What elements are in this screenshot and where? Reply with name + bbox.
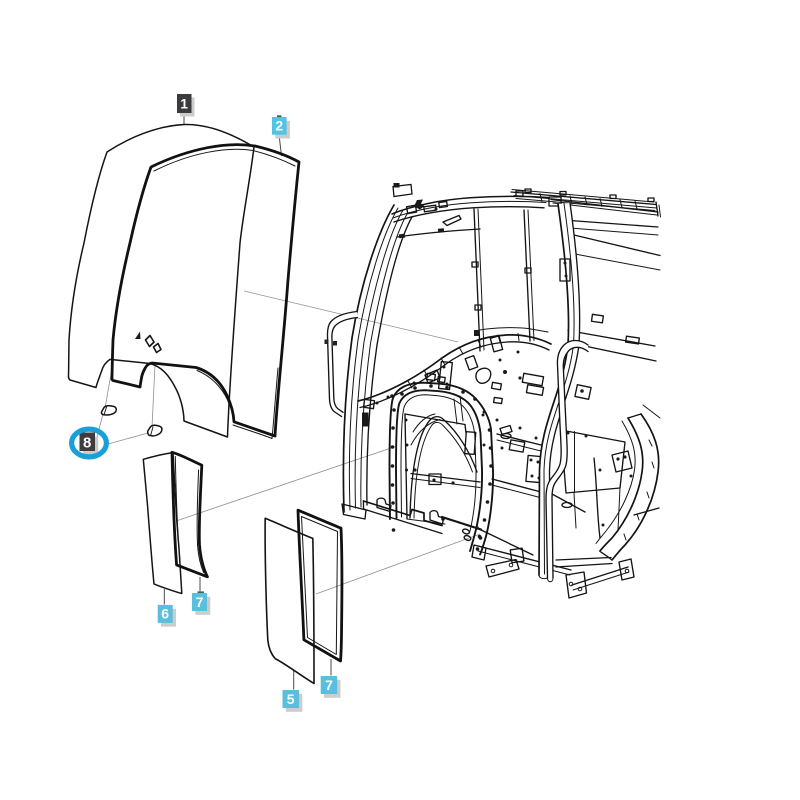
svg-text:7: 7 [325, 677, 333, 693]
svg-text:1: 1 [180, 95, 188, 111]
svg-text:7: 7 [196, 594, 204, 610]
svg-text:8: 8 [83, 434, 91, 451]
svg-text:2: 2 [275, 118, 283, 134]
svg-text:5: 5 [287, 691, 295, 707]
svg-text:6: 6 [161, 606, 169, 622]
